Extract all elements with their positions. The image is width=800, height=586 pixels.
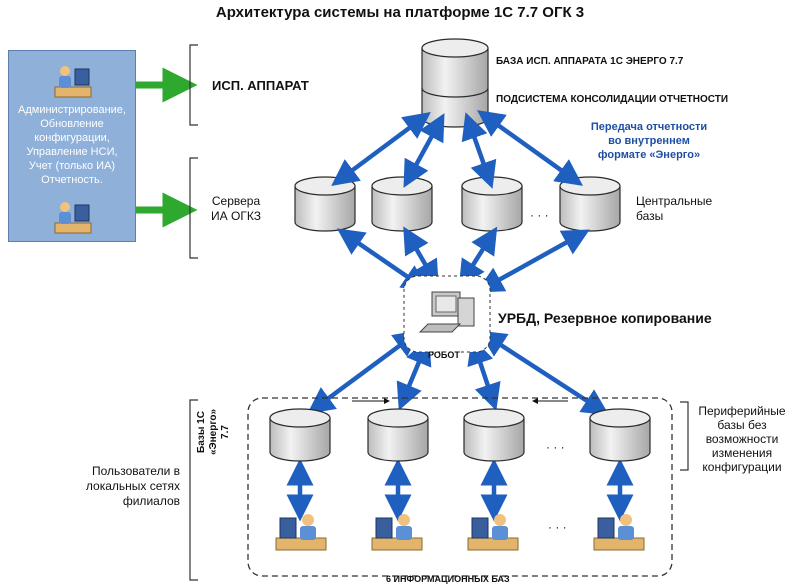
bracket-servers: [189, 157, 198, 259]
arrow-central-4-robot: [476, 229, 590, 293]
arrow-top-central-1: [331, 111, 431, 187]
label-isp-apparat: ИСП. АППАРАТ: [212, 78, 309, 93]
arrow-robot-periph-1: [307, 329, 421, 415]
arrow-top-central-2: [403, 113, 445, 188]
label-servers: Сервера ИА ОГКЗ: [211, 194, 261, 223]
bracket-isp: [189, 44, 198, 126]
arrow-robot-periph-3: [467, 337, 501, 411]
user-workstation-4-icon: [593, 514, 645, 551]
label-users: Пользователи в локальных сетях филиалов: [85, 464, 180, 508]
central-db-3-icon: [461, 176, 523, 232]
peripheral-container: [247, 397, 673, 577]
arrow-robot-periph-4: [478, 330, 610, 416]
admin-user-bottom-icon: [51, 197, 95, 242]
central-db-1-icon: [294, 176, 356, 232]
computer-icon: [418, 291, 475, 333]
peripheral-db-4-icon: [589, 408, 651, 462]
admin-user-top-icon: [51, 61, 95, 106]
peripheral-db-3-icon: [463, 408, 525, 462]
label-central: Центральные базы: [636, 194, 713, 223]
page-title: Архитектура системы на платформе 1С 7.7 …: [215, 4, 585, 21]
arrow-top-central-3: [461, 112, 497, 189]
top-database-icon: [421, 38, 489, 128]
label-info-bases: 6 ИНФОРМАЦИОННЫХ БАЗ: [386, 574, 510, 584]
arrow-central-2-robot: [403, 226, 439, 288]
label-db-isp: БАЗА ИСП. АППАРАТА 1С ЭНЕРГО 7.7: [496, 56, 684, 67]
user-workstation-2-icon: [371, 514, 423, 551]
peripheral-db-dots: · · ·: [546, 440, 565, 454]
admin-panel: Администрирование, Обновление конфигурац…: [8, 50, 136, 242]
user-workstation-1-icon: [275, 514, 327, 551]
bracket-users: [189, 399, 198, 581]
label-peripheral: Периферийные базы без возможности измене…: [698, 404, 786, 474]
label-urbd: УРБД, Резервное копирование: [498, 310, 712, 326]
arrow-central-3-robot: [458, 226, 498, 288]
label-bases-1c: Базы 1С «Энерго» 7.7: [196, 408, 231, 456]
user-workstation-3-icon: [467, 514, 519, 551]
central-dots: · · ·: [530, 208, 549, 222]
user-dots: · · ·: [548, 520, 567, 534]
arrow-central-1-robot: [336, 228, 430, 292]
peripheral-db-1-icon: [269, 408, 331, 462]
arrow-top-central-4: [477, 110, 583, 186]
label-robot: РОБОТ: [428, 350, 460, 360]
admin-functions-text: Администрирование, Обновление конфигурац…: [18, 104, 126, 186]
central-db-2-icon: [371, 176, 433, 232]
arrow-robot-periph-2: [396, 337, 432, 411]
bracket-peripheral: [680, 401, 689, 471]
peripheral-db-2-icon: [367, 408, 429, 462]
label-subsystem: ПОДСИСТЕМА КОНСОЛИДАЦИИ ОТЧЕТНОСТИ: [496, 94, 729, 105]
transfer-note: Передача отчетности во внутреннем формат…: [590, 121, 708, 161]
central-db-4-icon: [559, 176, 621, 232]
